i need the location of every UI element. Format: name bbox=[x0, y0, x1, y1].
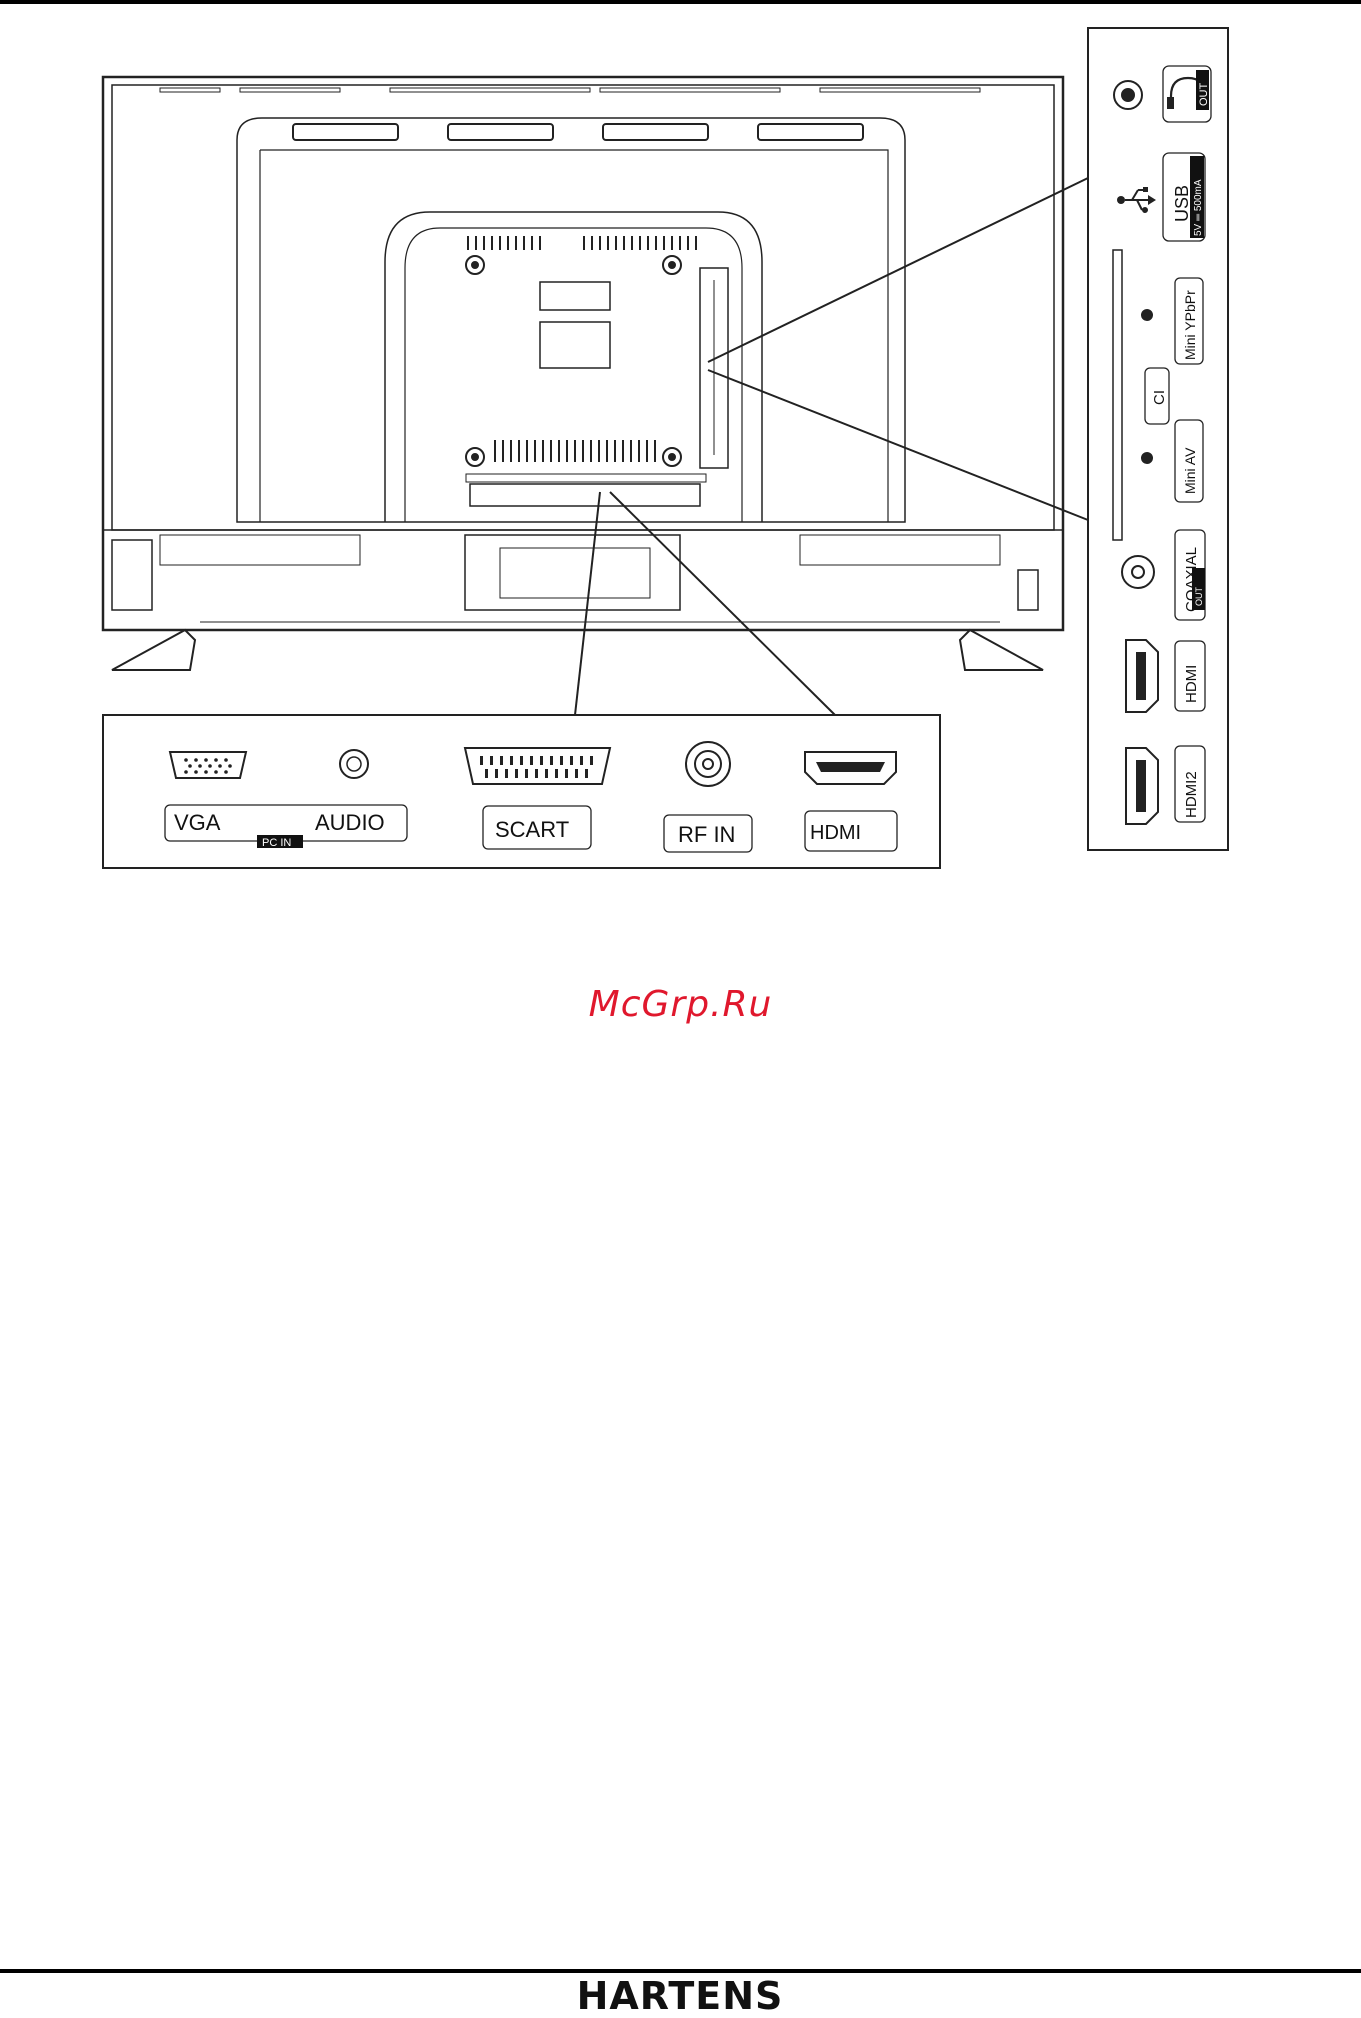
scart-label: SCART bbox=[495, 817, 569, 842]
tv-rear-connector-diagram: VGA AUDIO PC IN SCART RF IN HDMI OUT USB… bbox=[0, 0, 1361, 880]
pc-in-label: PC IN bbox=[262, 837, 291, 849]
bottom-connector-panel bbox=[103, 715, 940, 868]
ci-label: CI bbox=[1151, 390, 1168, 405]
ci-slot-icon bbox=[1113, 250, 1122, 540]
mini-ypbpr-jack-icon bbox=[1142, 310, 1152, 320]
audio-label: AUDIO bbox=[315, 810, 385, 835]
bottom-rule bbox=[0, 1969, 1361, 1973]
vga-label: VGA bbox=[174, 810, 221, 835]
scart-port-icon bbox=[465, 748, 610, 784]
rf-in-port-icon bbox=[686, 742, 730, 786]
mini-av-jack-icon bbox=[1142, 453, 1152, 463]
usb-label: USB bbox=[1172, 185, 1192, 222]
vga-port-icon bbox=[170, 752, 246, 778]
mini-av-label: Mini AV bbox=[1182, 447, 1198, 494]
watermark: McGrp.Ru bbox=[0, 984, 1361, 1025]
side-hdmi1-label: HDMI bbox=[1183, 665, 1200, 703]
tv-rear-view bbox=[103, 77, 1063, 670]
brand-logo: HARTENS bbox=[560, 1974, 800, 2018]
headphone-out-label: OUT bbox=[1198, 83, 1210, 107]
mini-ypbpr-label: Mini YPbPr bbox=[1182, 290, 1198, 360]
side-connector-panel bbox=[1088, 28, 1228, 850]
leader-lines bbox=[103, 178, 1088, 715]
side-hdmi2-label: HDMI2 bbox=[1183, 771, 1200, 818]
usb-icon bbox=[1117, 187, 1156, 213]
hdmi-label: HDMI bbox=[810, 822, 861, 844]
usb-power-label: 5V ═ 500mA bbox=[1193, 179, 1204, 236]
audio-jack-icon bbox=[340, 750, 368, 778]
coaxial-out-label: OUT bbox=[1194, 587, 1204, 607]
coaxial-jack-icon bbox=[1122, 556, 1154, 588]
rf-in-label: RF IN bbox=[678, 822, 735, 847]
